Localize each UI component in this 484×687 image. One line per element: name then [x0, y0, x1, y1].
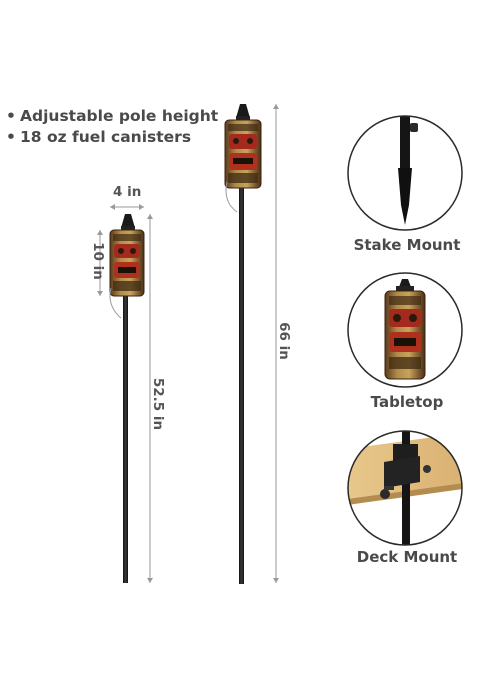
tall-pole-label: 66 in: [276, 322, 292, 360]
tabletop-label: Tabletop: [370, 393, 444, 411]
width-label: 4 in: [113, 184, 142, 200]
stake-mount-image: [347, 115, 463, 231]
feature-text: 18 oz fuel canisters: [20, 128, 192, 146]
feature-item: •18 oz fuel canisters: [6, 127, 218, 148]
feature-item: •Adjustable pole height: [6, 106, 218, 127]
feature-list: •Adjustable pole height •18 oz fuel cani…: [6, 106, 218, 148]
feature-text: Adjustable pole height: [20, 107, 219, 125]
bullet-icon: •: [6, 128, 16, 146]
head-height-label: 10 in: [90, 242, 106, 280]
short-pole: [123, 295, 128, 583]
bullet-icon: •: [6, 107, 16, 125]
deck-mount-label: Deck Mount: [356, 548, 458, 566]
stake-mount-label: Stake Mount: [353, 236, 461, 254]
snuffer-cap: [236, 104, 250, 118]
tall-torch: [224, 104, 262, 584]
short-pole-label: 52.5 in: [150, 377, 166, 431]
snuffer-chain: [109, 287, 122, 319]
tall-pole: [239, 188, 244, 584]
short-torch: [109, 214, 145, 583]
snuffer-cap: [121, 214, 135, 228]
snuffer-chain: [225, 181, 238, 213]
tabletop-image: [347, 272, 463, 388]
dimension-lines: [97, 104, 279, 583]
deck-mount-image: [347, 430, 463, 546]
